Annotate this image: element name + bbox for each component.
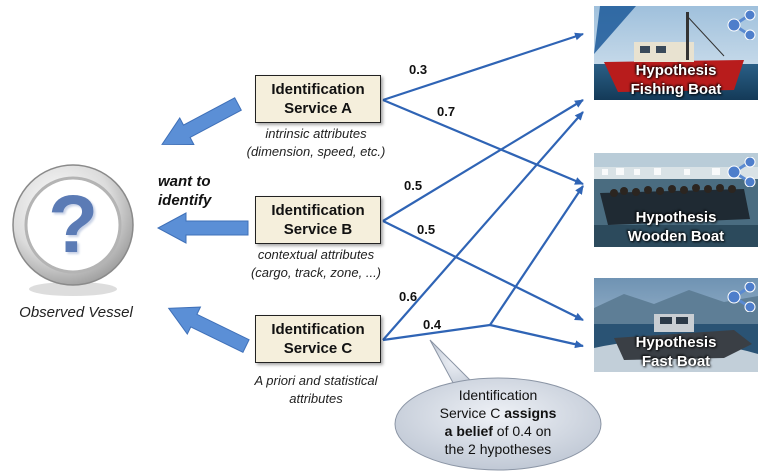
service-a-line2: Service A	[284, 100, 352, 117]
identification-service-b: Identification Service B	[255, 196, 381, 244]
service-b-line2: Service B	[283, 221, 353, 238]
block-arrow-c	[167, 306, 250, 353]
callout-line-3-bold: a belief	[444, 423, 493, 439]
fast-boat-picture	[594, 278, 758, 372]
weight-c-branch: 0.4	[423, 317, 442, 332]
callout-line-4: the 2 hypotheses	[444, 441, 552, 457]
arrow-c-to-fast	[489, 323, 584, 349]
arrow-b-to-fast	[382, 220, 584, 321]
service-c-line2: Service C	[283, 340, 353, 357]
arrow-b-to-fishing	[382, 99, 584, 222]
network-icon	[727, 10, 756, 40]
service-b-attributes: contextual attributes (cargo, track, zon…	[226, 246, 406, 282]
observed-vessel-label: Observed Vessel	[19, 304, 133, 321]
wooden-boat-picture	[594, 153, 758, 247]
identify-line: identify	[158, 192, 212, 209]
weight-b-fast: 0.5	[417, 222, 436, 237]
service-a-line1: Identification	[271, 81, 365, 98]
want-to-identify-text: want to identify	[158, 172, 211, 210]
service-b-attr-2: (cargo, track, zone, ...)	[250, 265, 382, 280]
network-icon	[727, 282, 756, 312]
callout-line-3-post: of 0.4 on	[492, 423, 552, 439]
weight-a-fishing: 0.3	[409, 62, 428, 77]
block-arrow-b	[156, 212, 249, 244]
service-a-attr-2: (dimension, speed, etc.)	[246, 144, 386, 159]
callout-bubble	[394, 339, 602, 471]
hypothesis-fast-label-1: Hypothesis	[635, 334, 717, 351]
hypothesis-fishing-label-2: Fishing Boat	[630, 81, 722, 98]
hypothesis-wooden-label-2: Wooden Boat	[627, 228, 725, 245]
service-c-line1: Identification	[271, 321, 365, 338]
callout-line-1: Identification	[458, 387, 538, 403]
callout-line-2: Service C assigns	[410, 404, 586, 422]
identification-service-a: Identification Service A	[255, 75, 381, 123]
question-vessel-icon	[12, 164, 134, 296]
block-arrow-a	[161, 97, 242, 145]
service-a-attr-1: intrinsic attributes	[265, 126, 367, 141]
service-b-line1: Identification	[271, 202, 365, 219]
arrow-c-branch	[382, 323, 491, 342]
hypothesis-wooden-boat-image: Hypothesis Wooden Boat	[594, 153, 758, 247]
arrow-c-to-fishing	[382, 111, 584, 341]
identification-service-c: Identification Service C	[255, 315, 381, 363]
hypothesis-wooden-label-1: Hypothesis	[635, 209, 717, 226]
callout-line-2-pre: Service C	[439, 405, 505, 421]
weight-c-fishing: 0.6	[399, 289, 418, 304]
callout-line-2-bold: assigns	[504, 405, 557, 421]
hypothesis-fishing-label-1: Hypothesis	[635, 62, 717, 79]
weight-b-fishing: 0.5	[404, 178, 423, 193]
service-c-attributes: A priori and statistical attributes	[226, 372, 406, 408]
callout-line-3: a belief of 0.4 on	[410, 422, 586, 440]
arrow-a-to-wooden	[382, 98, 584, 186]
hypothesis-fishing-boat-image: Hypothesis Fishing Boat	[594, 6, 758, 100]
service-c-attr-2: attributes	[289, 391, 343, 406]
want-to-line: want to	[158, 173, 211, 190]
service-b-attr-1: contextual attributes	[257, 247, 375, 262]
weight-a-wooden: 0.7	[437, 104, 456, 119]
arrow-a-to-fishing	[382, 32, 584, 102]
callout-text: Identification Service C assigns a belie…	[410, 386, 586, 458]
hypothesis-fast-boat-image: Hypothesis Fast Boat	[594, 278, 758, 372]
service-a-attributes: intrinsic attributes (dimension, speed, …	[226, 125, 406, 161]
hypothesis-fast-label-2: Fast Boat	[641, 353, 711, 370]
question-mark-glyph: ?	[47, 179, 99, 270]
network-icon	[727, 157, 756, 187]
service-c-attr-1: A priori and statistical	[254, 373, 378, 388]
arrow-c-to-wooden	[489, 185, 584, 326]
